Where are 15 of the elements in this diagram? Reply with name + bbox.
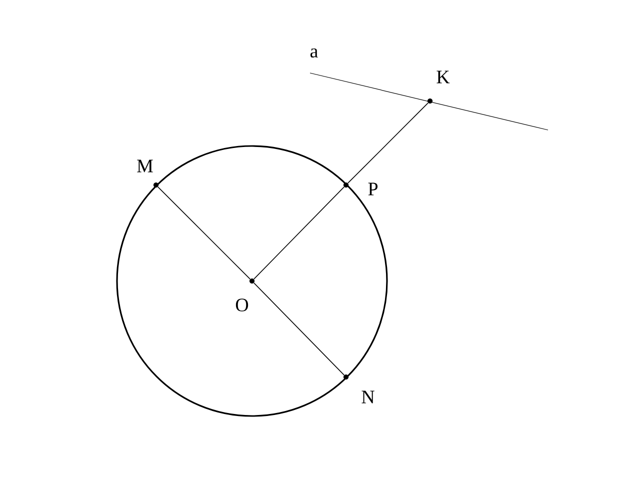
point: O (236, 278, 255, 312)
node-label: N (362, 390, 374, 404)
segment (348, 102, 428, 184)
segment (158, 186, 250, 280)
segment (254, 186, 344, 280)
node-label: P (368, 182, 378, 196)
segment (254, 282, 344, 376)
node-label: K (436, 70, 450, 84)
node-label: O (236, 298, 248, 312)
line-label: a (310, 48, 318, 58)
node-label: M (137, 160, 153, 172)
point: N (343, 374, 374, 404)
point: K (427, 70, 450, 104)
point: M (137, 160, 159, 188)
point: P (343, 182, 378, 196)
